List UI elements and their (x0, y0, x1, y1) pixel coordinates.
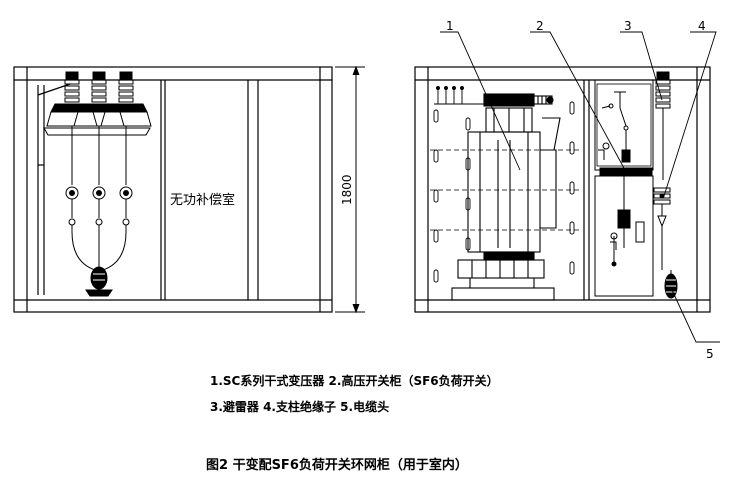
surge-arrester-icon (655, 71, 671, 180)
post-insulator-icon (653, 187, 671, 270)
hv-switchgear-icon (594, 79, 654, 297)
door-handle-icon (598, 149, 617, 250)
right-cabinet-frame (414, 66, 711, 313)
transformer-guides (430, 149, 580, 231)
leader-lines (440, 31, 720, 343)
callout-5: 5 (706, 347, 714, 361)
legend-line-2: 3.避雷器 4.支柱绝缘子 5.电缆头 (210, 400, 390, 414)
left-insulator-group (43, 71, 152, 301)
capacitor-room-label: 无功补偿室 (170, 192, 235, 208)
callout-4: 4 (698, 19, 706, 33)
dry-transformer-icon (434, 86, 561, 301)
dimension-label: 1800 (340, 174, 354, 205)
right-cable-head-icon (664, 270, 678, 299)
callout-1: 1 (446, 19, 454, 33)
dimension-marker (335, 65, 365, 314)
legend-line-1: 1.SC系列干式变压器 2.高压开关柜（SF6负荷开关） (210, 374, 499, 388)
left-cable-head-icon (80, 266, 118, 301)
callout-3: 3 (624, 19, 632, 33)
left-cabinet-view (13, 66, 333, 313)
insulator-2-icon (73, 71, 125, 268)
insulator-1-icon (46, 71, 98, 271)
figure-caption: 图2 干变配SF6负荷开关环网柜（用于室内） (206, 458, 468, 473)
insulator-3-icon (100, 71, 152, 271)
left-cabinet-frame (13, 66, 333, 313)
callout-2: 2 (536, 19, 544, 33)
